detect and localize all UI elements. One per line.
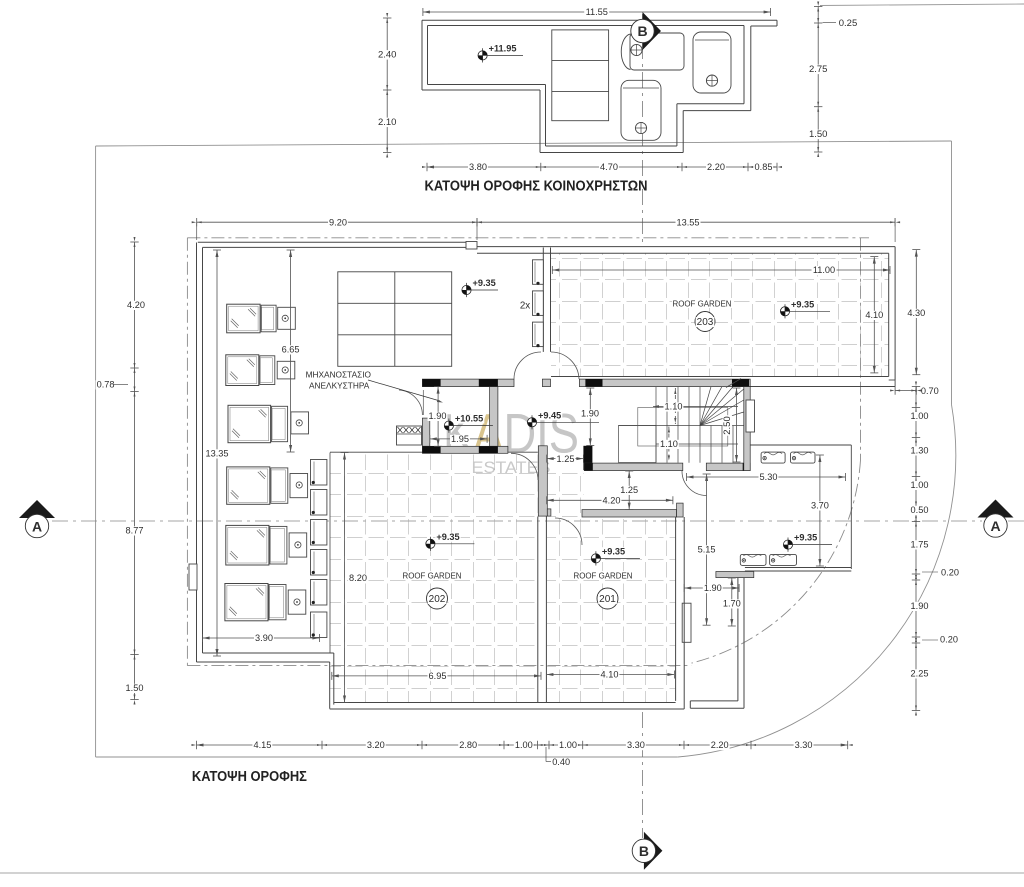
svg-text:3.20: 3.20: [367, 740, 385, 750]
svg-text:0.20: 0.20: [941, 568, 959, 578]
svg-text:6.95: 6.95: [429, 671, 447, 681]
svg-text:+9.35: +9.35: [791, 299, 814, 309]
svg-text:4.20: 4.20: [127, 300, 145, 310]
svg-text:4.20: 4.20: [603, 496, 621, 506]
svg-text:1.00: 1.00: [911, 480, 929, 490]
svg-text:+9.35: +9.35: [794, 533, 817, 543]
svg-text:1.90: 1.90: [429, 411, 447, 421]
svg-text:1.90: 1.90: [911, 601, 929, 611]
svg-text:2.80: 2.80: [459, 740, 477, 750]
svg-text:0.78: 0.78: [97, 380, 115, 390]
svg-text:1.00: 1.00: [559, 740, 577, 750]
svg-text:0.85: 0.85: [755, 162, 773, 172]
svg-text:202: 202: [429, 594, 446, 605]
svg-text:1.70: 1.70: [723, 599, 741, 609]
svg-text:4.10: 4.10: [601, 670, 619, 680]
svg-text:4.70: 4.70: [600, 162, 618, 172]
svg-text:3.70: 3.70: [811, 501, 829, 511]
svg-text:0.70: 0.70: [921, 386, 939, 396]
svg-text:8.77: 8.77: [126, 526, 144, 536]
svg-text:13.35: 13.35: [206, 449, 229, 459]
svg-text:11.00: 11.00: [813, 265, 835, 275]
svg-text:3.30: 3.30: [795, 740, 813, 750]
svg-text:ROOF GARDEN: ROOF GARDEN: [403, 571, 462, 581]
svg-text:1.25: 1.25: [557, 454, 575, 464]
svg-text:+9.45: +9.45: [538, 410, 561, 420]
svg-text:1.10: 1.10: [660, 439, 678, 449]
svg-text:ROOF GARDEN: ROOF GARDEN: [673, 299, 732, 309]
svg-text:9.20: 9.20: [329, 217, 347, 227]
svg-text:2x: 2x: [520, 301, 530, 312]
svg-text:A: A: [990, 518, 1000, 534]
svg-text:11.55: 11.55: [586, 7, 608, 17]
svg-text:0.40: 0.40: [552, 757, 570, 767]
svg-text:3.30: 3.30: [627, 740, 645, 750]
svg-text:1.00: 1.00: [911, 411, 929, 421]
svg-text:2.50: 2.50: [722, 416, 733, 435]
svg-text:3.80: 3.80: [469, 162, 487, 172]
svg-text:ΚΑΤΟΨΗ ΟΡΟΦΗΣ ΚΟΙΝΟΧΡΗΣΤΩΝ: ΚΑΤΟΨΗ ΟΡΟΦΗΣ ΚΟΙΝΟΧΡΗΣΤΩΝ: [425, 179, 648, 195]
svg-text:2.75: 2.75: [809, 64, 828, 75]
svg-text:ΑΝΕΛΚΥΣΤΗΡΑ: ΑΝΕΛΚΥΣΤΗΡΑ: [309, 381, 370, 391]
svg-text:13.55: 13.55: [677, 217, 700, 227]
svg-text:1.90: 1.90: [704, 583, 722, 593]
svg-text:+9.35: +9.35: [473, 278, 496, 288]
svg-text:+9.35: +9.35: [602, 546, 625, 556]
svg-text:A: A: [32, 519, 42, 535]
svg-text:0.20: 0.20: [940, 635, 958, 645]
svg-text:1.90: 1.90: [581, 409, 599, 419]
svg-text:1.25: 1.25: [620, 485, 638, 495]
svg-text:3.90: 3.90: [255, 633, 273, 643]
svg-text:ΚΑΤΟΨΗ ΟΡΟΦΗΣ: ΚΑΤΟΨΗ ΟΡΟΦΗΣ: [192, 769, 307, 785]
svg-text:2.40: 2.40: [378, 50, 397, 61]
svg-text:1.30: 1.30: [911, 446, 929, 456]
svg-text:1.75: 1.75: [911, 540, 929, 550]
svg-text:1.50: 1.50: [809, 129, 828, 140]
svg-text:0.25: 0.25: [839, 18, 858, 29]
svg-text:ROOF GARDEN: ROOF GARDEN: [574, 571, 633, 581]
svg-text:2.25: 2.25: [911, 669, 929, 679]
svg-text:+9.35: +9.35: [436, 532, 459, 542]
svg-text:4.30: 4.30: [907, 308, 925, 318]
svg-text:203: 203: [697, 317, 714, 328]
svg-text:1.50: 1.50: [126, 683, 144, 693]
svg-text:2.20: 2.20: [707, 162, 725, 172]
svg-text:8.20: 8.20: [349, 573, 367, 583]
svg-text:1.95: 1.95: [451, 434, 469, 444]
svg-text:6.65: 6.65: [282, 345, 300, 355]
svg-text:2.10: 2.10: [378, 117, 397, 128]
svg-text:B: B: [637, 23, 647, 39]
svg-text:ESTATES: ESTATES: [472, 459, 551, 477]
svg-text:+10.55: +10.55: [455, 414, 483, 424]
svg-text:+11.95: +11.95: [489, 43, 517, 53]
svg-text:1.10: 1.10: [665, 402, 683, 412]
svg-text:4.10: 4.10: [865, 310, 883, 320]
svg-text:0.50: 0.50: [911, 505, 929, 515]
svg-text:1.00: 1.00: [515, 740, 533, 750]
svg-text:ΜΗΧΑΝΟΣΤΑΣΙΟ: ΜΗΧΑΝΟΣΤΑΣΙΟ: [306, 370, 372, 380]
svg-text:2.20: 2.20: [711, 740, 729, 750]
svg-text:4.15: 4.15: [253, 740, 271, 750]
svg-text:5.30: 5.30: [760, 472, 778, 482]
svg-text:5.15: 5.15: [698, 545, 716, 555]
svg-text:B: B: [639, 843, 649, 859]
svg-text:201: 201: [599, 594, 616, 605]
